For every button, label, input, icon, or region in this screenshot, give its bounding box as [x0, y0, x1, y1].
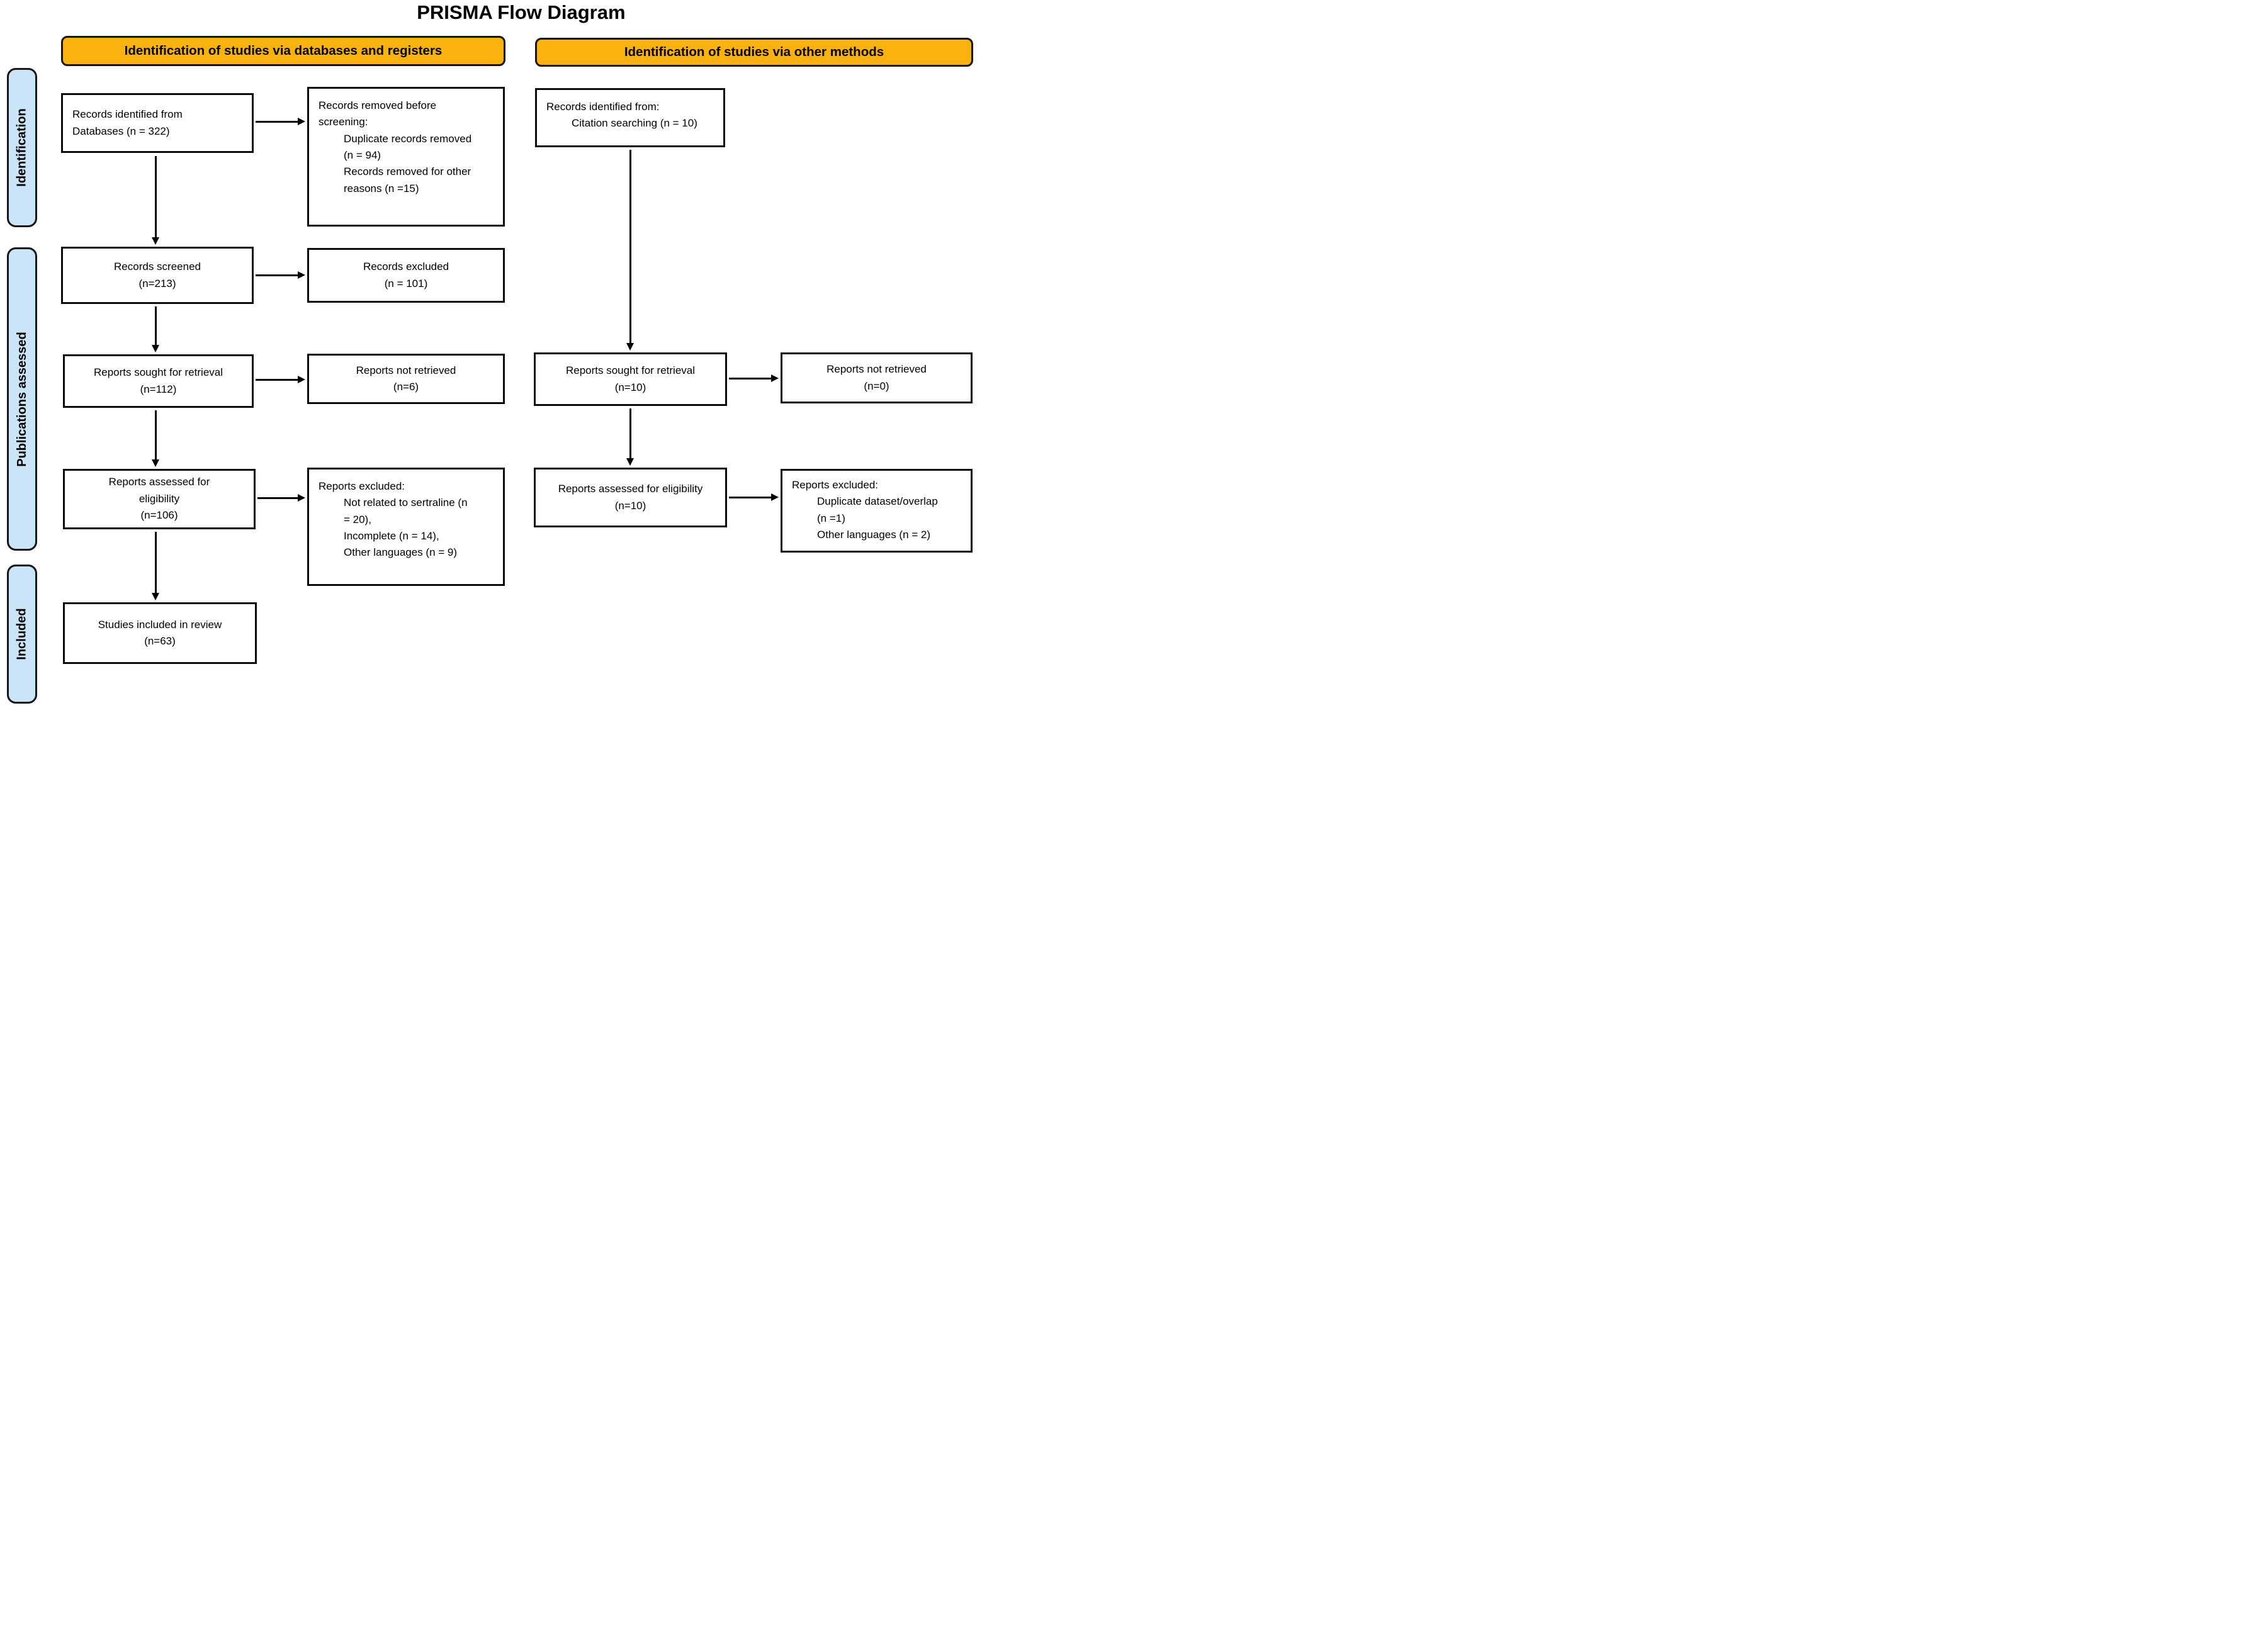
- box-studies-included: Studies included in review (n=63): [63, 602, 257, 664]
- banner-databases-registers-label: Identification of studies via databases …: [124, 43, 443, 58]
- box-line: Studies included in review: [98, 618, 222, 631]
- box-reports-assessed-databases: Reports assessed for eligibility (n=106): [63, 469, 256, 529]
- box-line: (n = 94): [344, 149, 381, 162]
- box-line: (n = 101): [384, 277, 428, 290]
- box-line: (n =1): [817, 512, 845, 524]
- banner-other-methods-label: Identification of studies via other meth…: [624, 45, 884, 59]
- arrow-identified-to-screened: [155, 156, 157, 238]
- page-title: PRISMA Flow Diagram: [417, 1, 626, 23]
- arrow-citation-to-sought: [629, 150, 631, 344]
- banner-databases-registers: Identification of studies via databases …: [61, 36, 505, 66]
- box-line: screening:: [319, 116, 368, 128]
- box-line: (n=0): [864, 380, 889, 392]
- box-line: Duplicate dataset/overlap: [817, 495, 938, 508]
- box-line: Reports excluded:: [319, 480, 405, 492]
- box-records-screened: Records screened (n=213): [61, 247, 254, 304]
- box-line: (n=6): [393, 381, 419, 393]
- box-line: Duplicate records removed: [344, 132, 472, 145]
- arrow-sought-to-assessed-db: [155, 410, 157, 460]
- arrow-assessed-to-excluded-other: [729, 497, 772, 498]
- box-line: (n=63): [144, 635, 176, 647]
- phase-label-publications-assessed-text: Publications assessed: [14, 331, 29, 467]
- box-line: Other languages (n = 2): [817, 529, 931, 541]
- prisma-flow-diagram: PRISMA Flow Diagram Identification of st…: [0, 0, 987, 707]
- box-reports-not-retrieved-other: Reports not retrieved (n=0): [781, 352, 973, 403]
- box-line: eligibility: [138, 492, 180, 505]
- banner-other-methods: Identification of studies via other meth…: [535, 38, 973, 67]
- box-line: Reports sought for retrieval: [93, 366, 223, 379]
- box-line: Records removed before: [319, 99, 437, 111]
- box-records-identified-databases: Records identified from Databases (n = 3…: [61, 93, 254, 153]
- box-line: Other languages (n = 9): [344, 546, 458, 559]
- box-line: Reports assessed for: [108, 476, 210, 488]
- phase-label-publications-assessed: Publications assessed: [7, 247, 37, 551]
- arrow-assessed-to-excluded-db: [257, 497, 298, 499]
- box-line: Reports not retrieved: [827, 363, 927, 376]
- box-line: Databases (n = 322): [72, 125, 170, 137]
- box-reports-excluded-other: Reports excluded: Duplicate dataset/over…: [781, 469, 973, 553]
- arrow-screened-to-excluded: [256, 274, 298, 276]
- arrow-sought-to-notretrieved-other: [729, 378, 772, 380]
- box-line: (n=213): [138, 277, 176, 290]
- box-line: Reports assessed for eligibility: [558, 483, 703, 495]
- box-line: (n=106): [140, 509, 178, 522]
- box-line: Reports not retrieved: [356, 364, 456, 376]
- box-line: (n=10): [614, 381, 646, 393]
- box-line: Records identified from: [72, 108, 183, 121]
- box-line: reasons (n =15): [344, 182, 419, 194]
- box-records-removed-before-screening: Records removed before screening: Duplic…: [307, 87, 505, 227]
- box-line: (n=112): [140, 383, 177, 395]
- box-records-excluded: Records excluded (n = 101): [307, 248, 505, 303]
- box-line: Records removed for other: [344, 166, 471, 178]
- arrow-screened-to-sought: [155, 306, 157, 346]
- arrow-sought-to-notretrieved-db: [256, 379, 298, 381]
- box-line: Incomplete (n = 14),: [344, 530, 439, 543]
- box-line: Citation searching (n = 10): [572, 117, 697, 130]
- arrow-sought-to-assessed-other: [629, 408, 631, 459]
- box-line: = 20),: [344, 513, 371, 526]
- box-line: (n=10): [614, 499, 646, 512]
- box-line: Records excluded: [363, 261, 449, 273]
- arrow-assessed-to-included: [155, 532, 157, 593]
- box-line: Records screened: [114, 261, 201, 273]
- phase-label-identification-text: Identification: [14, 108, 29, 187]
- box-line: Reports excluded:: [792, 479, 879, 491]
- box-reports-not-retrieved-databases: Reports not retrieved (n=6): [307, 354, 505, 404]
- phase-label-included-text: Included: [14, 608, 29, 660]
- box-line: Records identified from:: [546, 101, 660, 113]
- box-line: Reports sought for retrieval: [565, 364, 696, 377]
- phase-label-included: Included: [7, 565, 37, 704]
- phase-label-identification: Identification: [7, 68, 37, 227]
- box-records-identified-citation: Records identified from: Citation search…: [535, 88, 725, 147]
- box-reports-assessed-other: Reports assessed for eligibility (n=10): [534, 468, 727, 527]
- box-reports-sought-databases: Reports sought for retrieval (n=112): [63, 354, 254, 408]
- box-reports-excluded-databases: Reports excluded: Not related to sertral…: [307, 468, 505, 586]
- arrow-identified-to-removed: [256, 121, 298, 123]
- box-line: Not related to sertraline (n: [344, 497, 468, 509]
- box-reports-sought-other: Reports sought for retrieval (n=10): [534, 352, 727, 406]
